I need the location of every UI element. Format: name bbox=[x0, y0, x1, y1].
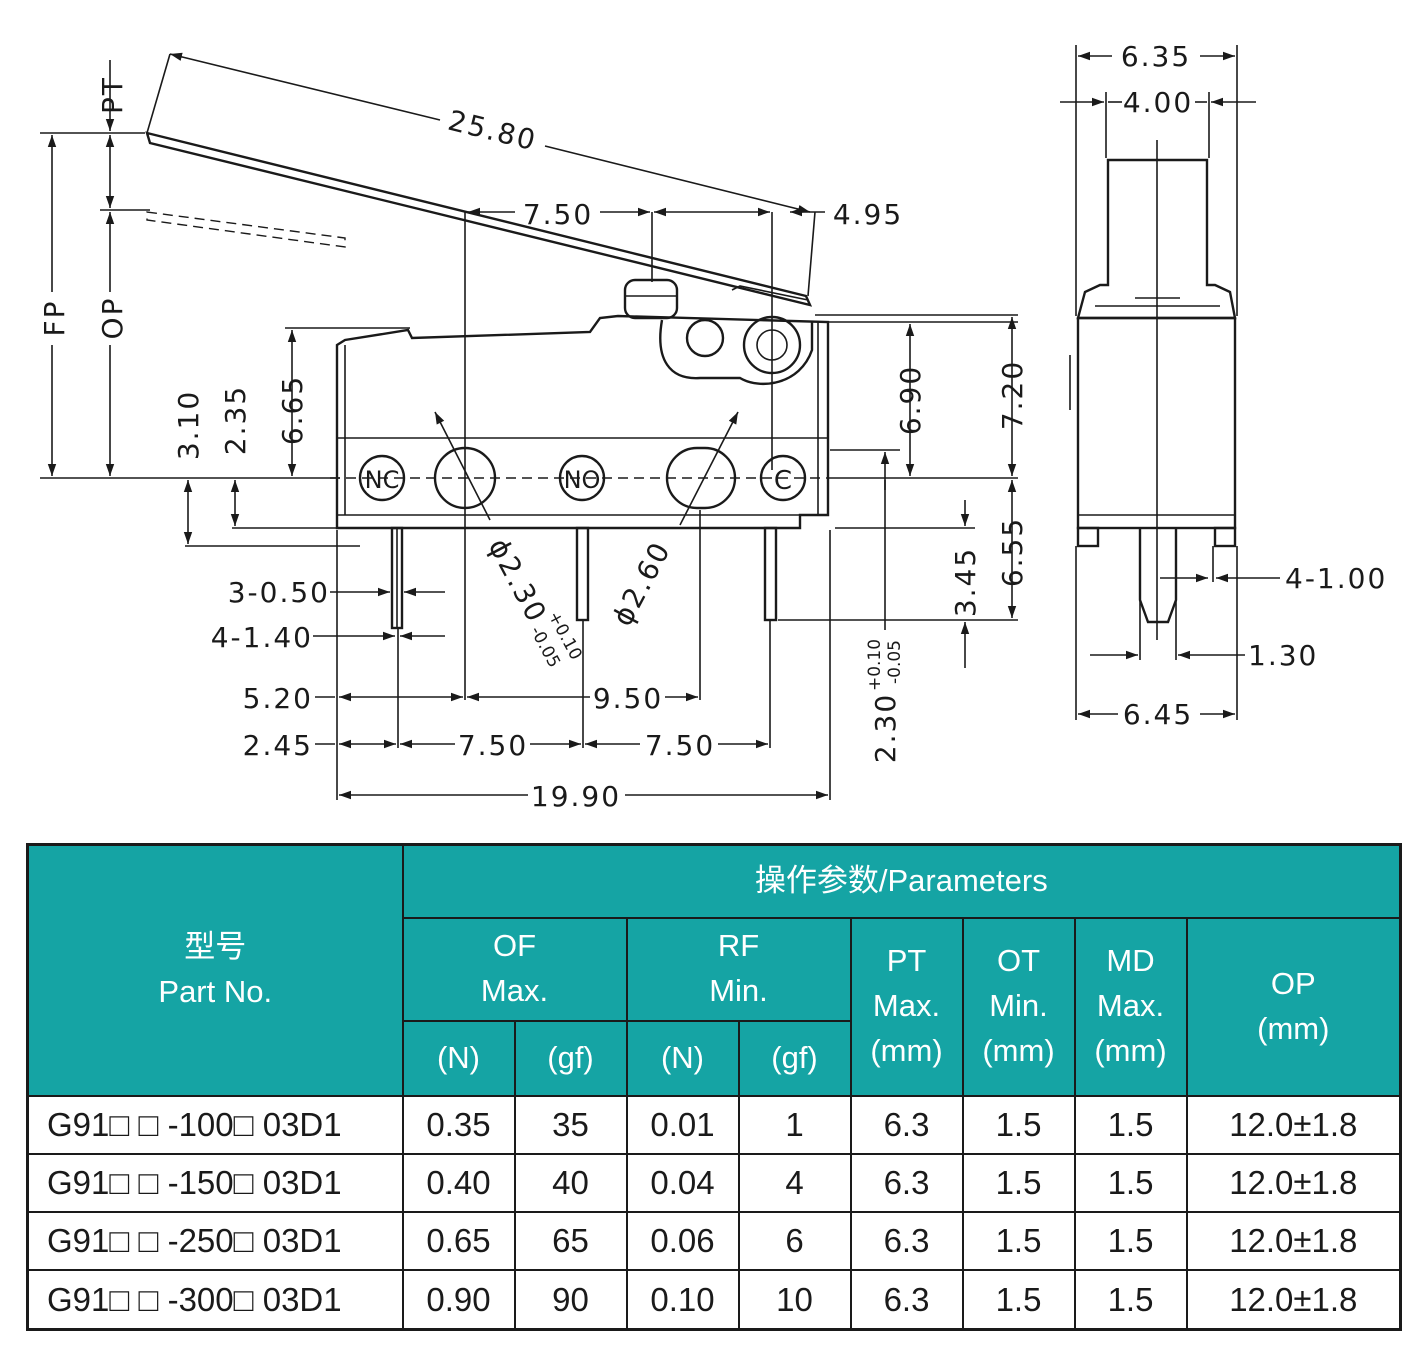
rf-gf: 1 bbox=[737, 1094, 852, 1155]
nc-label: NC bbox=[365, 466, 400, 494]
dim-fp: FP bbox=[38, 300, 71, 337]
dim-310: 3.10 bbox=[172, 390, 205, 460]
table-row: G91□ □ -150□ 03D1 0.40 40 0.04 4 6.3 1.5… bbox=[26, 1152, 1402, 1214]
dim-495: 4.95 bbox=[833, 198, 903, 231]
switch-dimension-drawing: NC NO C bbox=[38, 40, 1387, 813]
unit-n-rf: (N) bbox=[625, 1019, 740, 1097]
part-number: G91□ □ -250□ 03D1 bbox=[26, 1211, 404, 1272]
table-row: G91□ □ -300□ 03D1 0.90 90 0.10 10 6.3 1.… bbox=[26, 1269, 1402, 1331]
dim-130: 1.30 bbox=[1248, 639, 1318, 672]
parameters-group-header: 操作参数/Parameters bbox=[401, 843, 1402, 919]
dim-hole1: ϕ2.30 bbox=[482, 533, 554, 629]
unit-n-of: (N) bbox=[401, 1019, 516, 1097]
dim-665: 6.65 bbox=[276, 375, 309, 445]
terminal-marking-no: NO bbox=[558, 454, 606, 502]
dim-235: 2.35 bbox=[219, 385, 252, 455]
table-row: G91□ □ -250□ 03D1 0.65 65 0.06 6 6.3 1.5… bbox=[26, 1211, 1402, 1272]
dim-400: 4.00 bbox=[1123, 86, 1193, 119]
unit-gf-of: (gf) bbox=[513, 1019, 628, 1097]
dim-345: 3.45 bbox=[949, 547, 982, 617]
md-value: 1.5 bbox=[1073, 1152, 1188, 1214]
rf-n: 0.06 bbox=[625, 1211, 740, 1272]
dim-950: 9.50 bbox=[593, 682, 663, 715]
of-n: 0.35 bbox=[401, 1094, 516, 1155]
op-header: OP(mm) bbox=[1185, 916, 1402, 1097]
dim-230-tol-minus: -0.05 bbox=[885, 640, 905, 684]
of-gf: 65 bbox=[513, 1211, 628, 1272]
unit-gf-rf: (gf) bbox=[737, 1019, 852, 1097]
dim-645: 6.45 bbox=[1123, 698, 1193, 731]
part-number: G91□ □ -300□ 03D1 bbox=[26, 1269, 404, 1331]
of-n: 0.65 bbox=[401, 1211, 516, 1272]
dim-750-a: 7.50 bbox=[458, 729, 528, 762]
pt-value: 6.3 bbox=[849, 1269, 964, 1331]
dim-230-tol-plus: +0.10 bbox=[865, 639, 885, 691]
rf-n: 0.10 bbox=[625, 1269, 740, 1331]
ot-value: 1.5 bbox=[961, 1211, 1076, 1272]
dim-520: 5.20 bbox=[243, 682, 313, 715]
dim-245: 2.45 bbox=[243, 729, 313, 762]
dim-750-top: 7.50 bbox=[523, 198, 593, 231]
md-value: 1.5 bbox=[1073, 1094, 1188, 1155]
dim-230: 2.30 bbox=[869, 693, 902, 763]
op-value: 12.0±1.8 bbox=[1185, 1094, 1402, 1155]
of-gf: 35 bbox=[513, 1094, 628, 1155]
op-value: 12.0±1.8 bbox=[1185, 1152, 1402, 1214]
dim-pt: PT bbox=[96, 76, 129, 114]
table-row: G91□ □ -100□ 03D1 0.35 35 0.01 1 6.3 1.5… bbox=[26, 1094, 1402, 1155]
rf-gf: 10 bbox=[737, 1269, 852, 1331]
ot-value: 1.5 bbox=[961, 1152, 1076, 1214]
op-value: 12.0±1.8 bbox=[1185, 1269, 1402, 1331]
dim-655: 6.55 bbox=[996, 517, 1029, 587]
terminal-marking-c: C bbox=[759, 454, 807, 502]
part-no-header: 型号 Part No. bbox=[26, 843, 404, 1097]
dim-4100: 4-1.00 bbox=[1285, 562, 1387, 595]
side-view bbox=[1060, 45, 1280, 720]
terminals bbox=[390, 526, 778, 630]
side-view-labels: 6.35 4.00 4-1.00 1.30 6.45 bbox=[1121, 40, 1387, 731]
dim-750-b: 7.50 bbox=[645, 729, 715, 762]
of-gf: 40 bbox=[513, 1152, 628, 1214]
md-value: 1.5 bbox=[1073, 1269, 1188, 1331]
no-label: NO bbox=[564, 466, 601, 494]
dim-lever-length: 25.80 bbox=[445, 104, 540, 158]
rf-gf: 4 bbox=[737, 1152, 852, 1214]
of-n: 0.40 bbox=[401, 1152, 516, 1214]
actuator-lever bbox=[145, 131, 813, 307]
dim-hole2: ϕ2.60 bbox=[606, 536, 678, 632]
rf-n: 0.04 bbox=[625, 1152, 740, 1214]
part-number: G91□ □ -150□ 03D1 bbox=[26, 1152, 404, 1214]
pt-value: 6.3 bbox=[849, 1211, 964, 1272]
dim-term-thick: 4-1.40 bbox=[211, 621, 313, 654]
pt-value: 6.3 bbox=[849, 1152, 964, 1214]
pt-value: 6.3 bbox=[849, 1094, 964, 1155]
md-value: 1.5 bbox=[1073, 1211, 1188, 1272]
rf-n: 0.01 bbox=[625, 1094, 740, 1155]
dim-690: 6.90 bbox=[894, 365, 927, 435]
dim-op: OP bbox=[96, 297, 129, 340]
dim-635: 6.35 bbox=[1121, 40, 1191, 73]
of-gf: 90 bbox=[513, 1269, 628, 1331]
rf-gf: 6 bbox=[737, 1211, 852, 1272]
op-value: 12.0±1.8 bbox=[1185, 1211, 1402, 1272]
dim-term-width: 3-0.50 bbox=[228, 576, 330, 609]
part-no-en: Part No. bbox=[158, 974, 273, 1010]
terminal-marking-nc: NC bbox=[358, 454, 406, 502]
ot-value: 1.5 bbox=[961, 1269, 1076, 1331]
part-number: G91□ □ -100□ 03D1 bbox=[26, 1094, 404, 1155]
c-label: C bbox=[774, 466, 792, 496]
dimension-lines bbox=[40, 52, 1018, 800]
part-no-cn: 型号 bbox=[184, 929, 247, 965]
dim-720: 7.20 bbox=[996, 360, 1029, 430]
dimension-labels: 25.80 7.50 4.95 PT FP OP 3.10 2.35 6.65 … bbox=[38, 76, 1029, 813]
of-n: 0.90 bbox=[401, 1269, 516, 1331]
ot-value: 1.5 bbox=[961, 1094, 1076, 1155]
dim-1990: 19.90 bbox=[531, 780, 621, 813]
